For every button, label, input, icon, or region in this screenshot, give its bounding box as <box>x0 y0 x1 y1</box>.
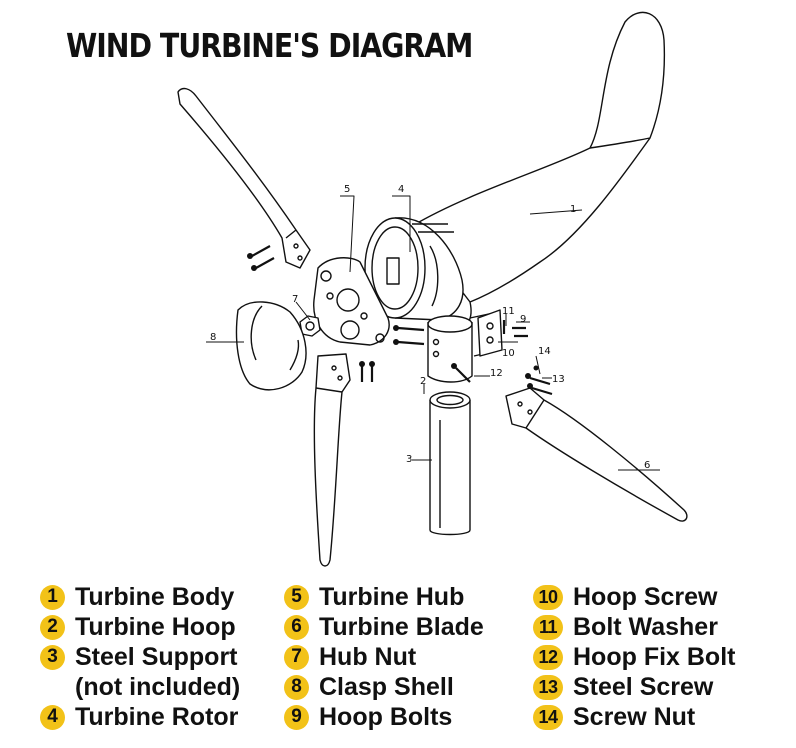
number-badge: 3 <box>40 644 65 670</box>
turbine-blade-top <box>177 87 311 269</box>
legend-item: 14 Screw Nut <box>533 702 735 732</box>
legend-column-2: 5 Turbine Hub 6 Turbine Blade 7 Hub Nut … <box>284 582 484 732</box>
steel-support <box>429 391 471 536</box>
legend-item: 13 Steel Screw <box>533 672 735 702</box>
legend-item: 2 Turbine Hoop <box>40 612 240 642</box>
number-badge: 2 <box>40 614 65 640</box>
number-badge: 8 <box>284 674 309 700</box>
legend-label: Steel Screw <box>573 672 714 701</box>
legend-item: 4 Turbine Rotor <box>40 702 240 732</box>
turbine-rotor <box>364 217 464 321</box>
legend-label: Clasp Shell <box>319 672 454 701</box>
legend-item: 6 Turbine Blade <box>284 612 484 642</box>
legend-column-3: 10 Hoop Screw 11 Bolt Washer 12 Hoop Fix… <box>533 582 735 732</box>
legend-label: Hoop Screw <box>573 582 718 611</box>
legend-label: Turbine Rotor <box>75 702 239 731</box>
number-badge: 4 <box>40 704 65 730</box>
number-badge: 12 <box>533 644 563 670</box>
turbine-hoop <box>427 311 501 383</box>
legend-item: 3 Steel Support <box>40 642 240 672</box>
bolts-and-screws <box>251 245 553 396</box>
legend-item: 10 Hoop Screw <box>533 582 735 612</box>
number-badge: 9 <box>284 704 309 730</box>
leader-lines <box>206 195 660 471</box>
legend-item: 11 Bolt Washer <box>533 612 735 642</box>
legend-label: Turbine Hub <box>319 582 465 611</box>
callout-4: 4 <box>398 184 404 195</box>
legend-item: 7 Hub Nut <box>284 642 484 672</box>
legend-column-1: 1 Turbine Body 2 Turbine Hoop 3 Steel Su… <box>40 582 240 732</box>
number-badge: 1 <box>40 584 65 610</box>
legend-item: 9 Hoop Bolts <box>284 702 484 732</box>
number-badge: 11 <box>533 614 563 640</box>
number-badge: 5 <box>284 584 309 610</box>
number-badge: 13 <box>533 674 563 700</box>
turbine-hub <box>313 257 390 346</box>
clasp-shell <box>235 301 307 391</box>
callout-5: 5 <box>344 184 350 195</box>
legend-label: Turbine Hoop <box>75 612 236 641</box>
hoop-screw-part <box>477 309 503 357</box>
number-badge: 10 <box>533 584 563 610</box>
legend-label: (not included) <box>75 672 241 701</box>
legend-item-continuation: (not included) <box>40 672 240 702</box>
callout-1: 1 <box>570 204 576 215</box>
legend-label: Steel Support <box>75 642 238 671</box>
callout-9: 9 <box>520 314 526 325</box>
parts-legend: 1 Turbine Body 2 Turbine Hoop 3 Steel Su… <box>0 582 796 742</box>
turbine-blade-bottom <box>313 353 351 567</box>
callout-8: 8 <box>210 332 216 343</box>
legend-label: Hoop Bolts <box>319 702 453 731</box>
callout-6: 6 <box>644 460 650 471</box>
legend-label: Hoop Fix Bolt <box>573 642 736 671</box>
number-badge: 14 <box>533 704 563 730</box>
legend-label: Hub Nut <box>319 642 417 671</box>
bolt-dots <box>247 253 539 389</box>
legend-label: Bolt Washer <box>573 612 718 641</box>
hub-nut <box>299 315 321 337</box>
diagram-title: WIND TURBINE'S DIAGRAM <box>66 26 473 65</box>
legend-label: Screw Nut <box>573 702 696 731</box>
callout-14: 14 <box>538 346 551 357</box>
legend-label: Turbine Blade <box>319 612 484 641</box>
callout-3: 3 <box>406 454 412 465</box>
callout-12: 12 <box>490 368 503 379</box>
legend-item: 5 Turbine Hub <box>284 582 484 612</box>
callout-13: 13 <box>552 374 565 385</box>
callout-2: 2 <box>420 376 426 387</box>
turbine-blade-right <box>505 387 688 522</box>
callout-11: 11 <box>502 306 515 317</box>
legend-item: 12 Hoop Fix Bolt <box>533 642 735 672</box>
exploded-view-drawing: 1 2 3 4 5 6 7 8 9 10 11 12 13 14 <box>177 11 688 567</box>
callout-7: 7 <box>292 294 298 305</box>
number-badge: 6 <box>284 614 309 640</box>
legend-item: 8 Clasp Shell <box>284 672 484 702</box>
callout-10: 10 <box>502 348 515 359</box>
legend-item: 1 Turbine Body <box>40 582 240 612</box>
number-badge: 7 <box>284 644 309 670</box>
legend-label: Turbine Body <box>75 582 235 611</box>
